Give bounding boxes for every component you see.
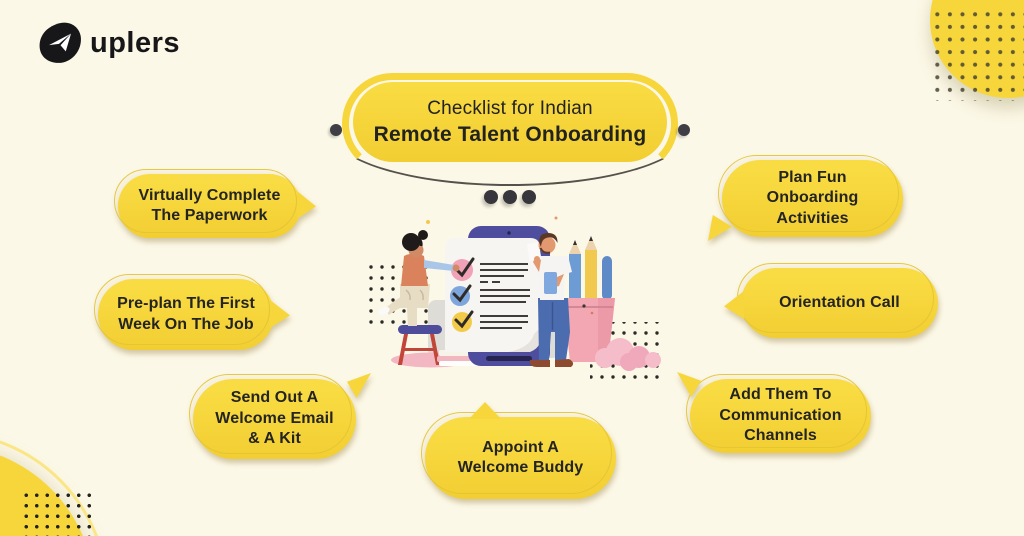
bubble-label: Plan Fun Onboarding Activities: [766, 168, 859, 227]
bubble-add-them-to-communication-channels: Add Them To Communication Channels: [690, 379, 871, 453]
sparkle-dot: [590, 311, 594, 315]
uplers-logo-text: uplers: [90, 26, 181, 59]
bubble-label: Orientation Call: [779, 293, 900, 311]
ellipsis-dot: [484, 190, 498, 204]
bubble-appoint-a-welcome-buddy: Appoint A Welcome Buddy: [425, 417, 616, 499]
bubble-label: Add Them To Communication Channels: [719, 386, 842, 445]
ellipsis-dot: [522, 190, 536, 204]
capsule-right-dot: [678, 124, 690, 136]
check-icon: [454, 310, 474, 329]
dot-grid-bottom-left: [21, 490, 95, 536]
sparkle-dot: [554, 216, 558, 220]
sparkle-dot: [582, 304, 586, 308]
pink-bush: [595, 338, 661, 371]
capsule-left-dot: [330, 124, 342, 136]
capsule-bottom-arc: [329, 73, 691, 186]
bubble-send-out-a-welcome-email-kit: Send Out A Welcome Email & A Kit: [193, 379, 356, 459]
capsule-yellow-ring: [342, 73, 678, 174]
dot-grid-top-right: [928, 5, 1024, 101]
bubble-label: Virtually Complete The Paperwork: [138, 186, 281, 224]
man-figure: [526, 233, 574, 367]
title-line1: Checklist for Indian: [427, 97, 593, 119]
paper-plane-icon: [39, 22, 81, 63]
bubble-plan-fun-onboarding-activities: Plan Fun Onboarding Activities: [722, 160, 903, 237]
uplers-logo: uplers: [38, 22, 180, 64]
woman-figure: [378, 230, 460, 326]
bubble-pre-plan-the-first-week: Pre-plan The First Week On The Job: [98, 279, 274, 350]
pencil-cup: [563, 236, 615, 362]
bubble-label: Appoint A Welcome Buddy: [457, 438, 584, 476]
bubble-label: Pre-plan The First Week On The Job: [117, 295, 255, 333]
sparkle-dot: [426, 220, 430, 224]
bubble-orientation-call: Orientation Call: [741, 268, 938, 338]
onboarding-illustration: [363, 216, 662, 386]
bubble-virtually-complete-the-paperwork: Virtually Complete The Paperwork: [118, 174, 301, 238]
title-line2: Remote Talent Onboarding: [373, 122, 647, 146]
check-icon: [452, 284, 472, 303]
title-capsule: Checklist for Indian Remote Talent Onboa…: [329, 73, 691, 186]
bubble-label: Send Out A Welcome Email & A Kit: [215, 389, 334, 448]
title-ellipsis-dots: [484, 190, 536, 204]
checklist-screen: [445, 238, 542, 352]
ellipsis-dot: [503, 190, 517, 204]
title-pill: Checklist for Indian Remote Talent Onboa…: [353, 82, 667, 162]
